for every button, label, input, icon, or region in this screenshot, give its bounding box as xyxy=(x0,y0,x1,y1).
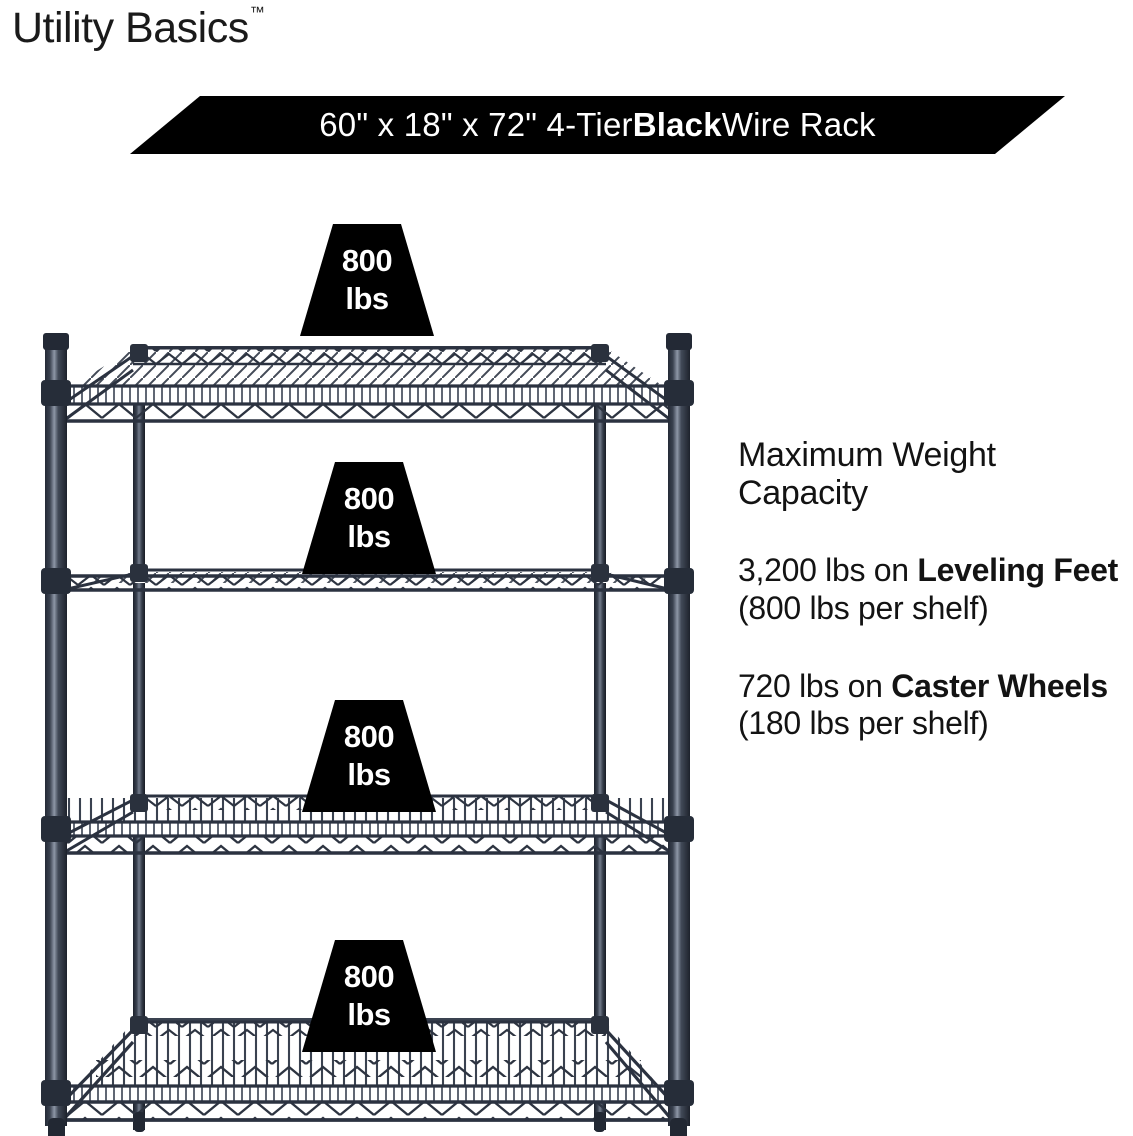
front-posts xyxy=(43,333,692,1126)
trademark-symbol: ™ xyxy=(249,3,265,21)
badge-trapezoid-shape xyxy=(302,700,436,812)
badge-trapezoid-shape xyxy=(302,940,436,1052)
leveling-feet-lead: 3,200 lbs on xyxy=(738,552,918,589)
capacity-badge-tier-4: 800 lbs xyxy=(302,940,436,1052)
wire-rack-drawing xyxy=(41,333,694,1136)
capacity-leveling-feet: 3,200 lbs on Leveling Feet (800 lbs per … xyxy=(738,552,1133,628)
brand-name: Utility Basics xyxy=(12,4,249,52)
wire-rack-illustration xyxy=(0,300,740,1136)
rear-posts xyxy=(133,360,606,1130)
weight-capacity-copy: Maximum Weight Capacity 3,200 lbs on Lev… xyxy=(738,436,1133,743)
badge-trapezoid-shape xyxy=(300,224,434,336)
caster-wheels-lead: 720 lbs on xyxy=(738,667,892,704)
shelf-tier-2 xyxy=(62,568,673,592)
capacity-heading: Maximum Weight Capacity xyxy=(738,436,996,513)
shelf-tier-1 xyxy=(62,346,673,423)
capacity-badge-tier-2: 800 lbs xyxy=(302,462,436,574)
leveling-feet-tail: (800 lbs per shelf) xyxy=(738,589,989,626)
shelf-tier-4 xyxy=(61,1018,674,1122)
leveling-feet-bold: Leveling Feet xyxy=(917,552,1118,589)
caster-wheels-tail: (180 lbs per shelf) xyxy=(738,705,989,742)
shelf-collars xyxy=(41,344,694,1106)
brand-logo: Utility Basics™ xyxy=(12,3,265,53)
capacity-badge-tier-1: 800 lbs xyxy=(300,224,434,336)
caster-wheels-bold: Caster Wheels xyxy=(891,667,1108,704)
leveling-feet xyxy=(48,1112,687,1136)
banner-shape xyxy=(130,96,1065,154)
capacity-badge-tier-3: 800 lbs xyxy=(302,700,436,812)
capacity-caster-wheels: 720 lbs on Caster Wheels (180 lbs per sh… xyxy=(738,668,1133,744)
badge-trapezoid-shape xyxy=(302,462,436,574)
product-title-banner: 60" x 18" x 72" 4-Tier Black Wire Rack xyxy=(130,96,1065,154)
